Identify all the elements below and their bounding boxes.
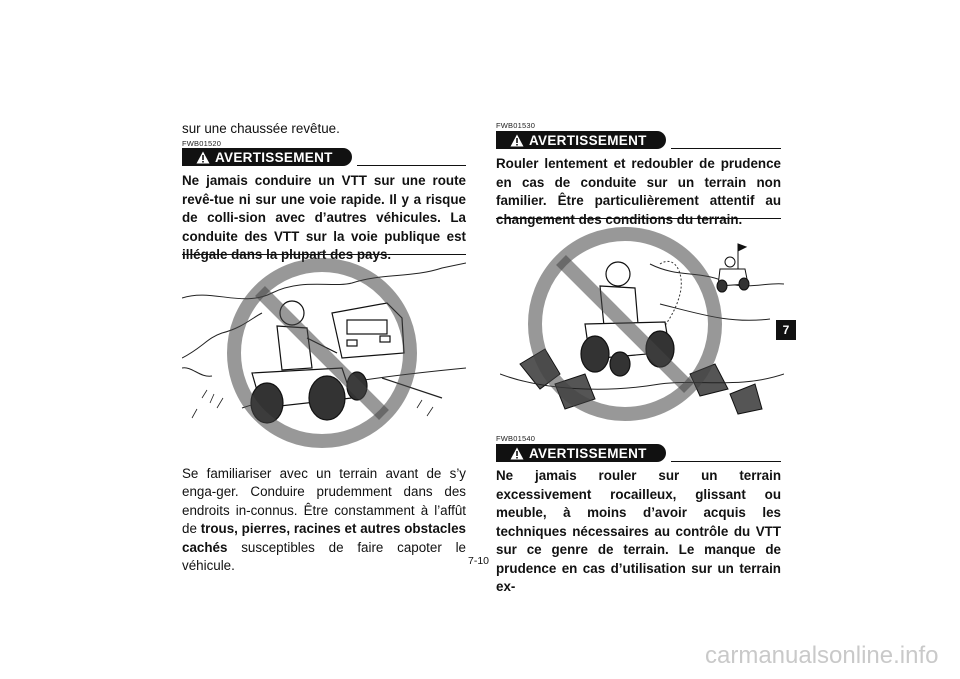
warning-code: FWB01530 bbox=[496, 121, 536, 130]
familiarize-paragraph: Se familiariser avec un terrain avant de… bbox=[182, 465, 466, 575]
intro-text: sur une chaussée revêtue. bbox=[182, 121, 340, 136]
warning-rule-top bbox=[671, 461, 781, 463]
warning-code: FWB01520 bbox=[182, 139, 222, 148]
warning-text: Rouler lentement et redoubler de prudenc… bbox=[496, 156, 781, 227]
warning-rule-top bbox=[357, 165, 466, 167]
page-number: 7-10 bbox=[468, 555, 490, 567]
watermark: carmanualsonline.info bbox=[705, 642, 939, 669]
warning-text: Ne jamais rouler sur un terrain excessiv… bbox=[496, 468, 781, 594]
paragraph-bold: trous, pierres, racines et autres obstac… bbox=[182, 521, 466, 555]
warning-code: FWB01540 bbox=[496, 434, 536, 443]
warning-title: AVERTISSEMENT bbox=[215, 149, 333, 165]
warning-badge: AVERTISSEMENT bbox=[496, 444, 666, 462]
warning-icon bbox=[196, 151, 210, 163]
warning-rule-bottom bbox=[182, 254, 466, 256]
warning-rule-bottom bbox=[496, 218, 781, 220]
illustration-atv-road bbox=[182, 258, 466, 448]
warning-text: Ne jamais conduire un VTT sur une route … bbox=[182, 173, 466, 262]
paragraph-text: Se familiariser avec un terrain avant de… bbox=[182, 466, 466, 537]
warning-badge: AVERTISSEMENT bbox=[182, 148, 352, 166]
warning-icon bbox=[510, 447, 524, 459]
warning-badge: AVERTISSEMENT bbox=[496, 131, 666, 149]
illustration-atv-terrain bbox=[500, 227, 784, 421]
paragraph-end: susceptibles de faire capoter le véhicul… bbox=[182, 539, 466, 574]
warning-icon bbox=[510, 134, 524, 146]
warning-title: AVERTISSEMENT bbox=[529, 445, 647, 461]
warning-rule-top bbox=[671, 148, 781, 150]
warning-title: AVERTISSEMENT bbox=[529, 132, 647, 148]
chapter-tab: 7 bbox=[776, 320, 796, 340]
